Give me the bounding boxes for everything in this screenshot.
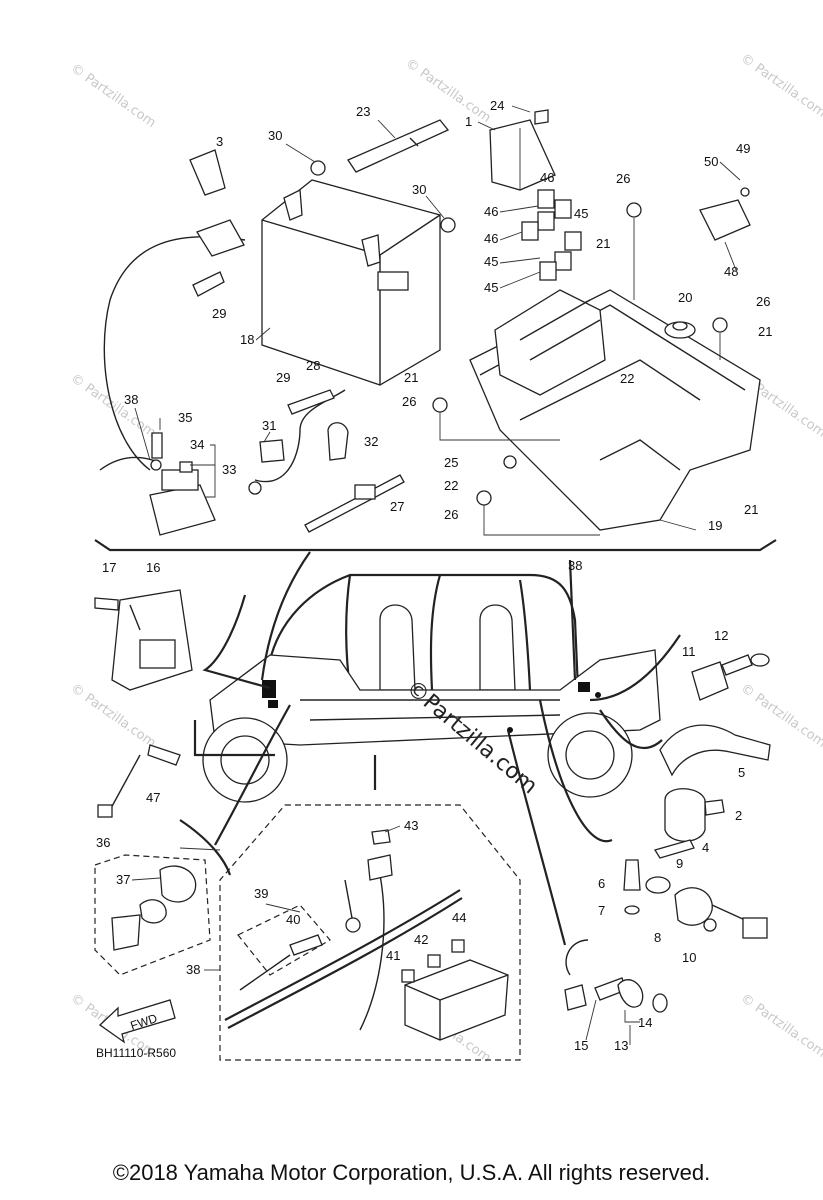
callout: 8: [654, 930, 661, 945]
callout: 22: [620, 371, 634, 386]
bolt-30: [310, 160, 326, 176]
callout: 17: [102, 560, 116, 575]
callout: 7: [598, 903, 605, 918]
callout: 43: [404, 818, 418, 833]
callout: 10: [682, 950, 696, 965]
vehicle-illustration: ©Partzilla.com: [202, 573, 661, 803]
callout: 29: [212, 306, 226, 321]
callout: 21: [744, 502, 758, 517]
callout: 28: [306, 358, 320, 373]
battery-cable: [103, 235, 246, 471]
callout: 41: [386, 948, 400, 963]
callout-labels: 1 2 3 4 5 6 7 8 9 10 11 12 13 14 15 16 1…: [96, 98, 772, 1053]
callout: 27: [390, 499, 404, 514]
callout: 13: [614, 1038, 628, 1053]
battery-strap: [347, 119, 450, 173]
callout: 15: [574, 1038, 588, 1053]
fuse-box: [404, 959, 509, 1041]
battery-box: [469, 289, 761, 531]
callout: 38: [186, 962, 200, 977]
callout: 45: [484, 254, 498, 269]
callout: 2: [735, 808, 742, 823]
watermark: © Partzilla.com: [738, 51, 823, 121]
fwd-arrow: [98, 999, 176, 1044]
lower-parts: FWD: [94, 589, 771, 1061]
callout: 38: [124, 392, 138, 407]
callout: 30: [412, 182, 426, 197]
ecu: [489, 119, 556, 191]
callout: 21: [596, 236, 610, 251]
watermark: © Partzilla.com: [68, 681, 159, 751]
relay-cluster: [521, 189, 582, 281]
callout: 21: [404, 370, 418, 385]
callout: 16: [146, 560, 160, 575]
callout: 30: [268, 128, 282, 143]
callout: 33: [222, 462, 236, 477]
callout: 14: [638, 1015, 652, 1030]
callout: 31: [262, 418, 276, 433]
callout: 46: [540, 170, 554, 185]
callout: 46: [484, 231, 498, 246]
callout: 39: [254, 886, 268, 901]
wire-harness-box: [219, 804, 521, 1061]
callout: 34: [190, 437, 204, 452]
callout: 4: [702, 840, 709, 855]
clip-3: [189, 149, 226, 196]
callout: 48: [724, 264, 738, 279]
callout: 26: [444, 507, 458, 522]
starter-relay: [149, 461, 216, 536]
callout: 18: [240, 332, 254, 347]
relay-48: [699, 199, 751, 241]
callout: 23: [356, 104, 370, 119]
callout: 24: [490, 98, 504, 113]
callout: 49: [736, 141, 750, 156]
callout: 20: [678, 290, 692, 305]
callout: 35: [178, 410, 192, 425]
battery: [261, 179, 441, 386]
callout: 3: [216, 134, 223, 149]
callout: 29: [276, 370, 290, 385]
callout: 50: [704, 154, 718, 169]
sensor-47: [147, 744, 181, 766]
callout: 22: [444, 478, 458, 493]
callout: 26: [616, 171, 630, 186]
callout: 45: [574, 206, 588, 221]
callout: 21: [758, 324, 772, 339]
callout: 1: [465, 114, 472, 129]
callout: 38: [568, 558, 582, 573]
copyright-notice: ©2018 Yamaha Motor Corporation, U.S.A. A…: [112, 1160, 711, 1185]
battery-section: [94, 109, 777, 552]
callout: 44: [452, 910, 466, 925]
callout: 46: [484, 204, 498, 219]
callout: 25: [444, 455, 458, 470]
ignition-coil: [664, 788, 706, 842]
callout: 9: [676, 856, 683, 871]
callout: 5: [738, 765, 745, 780]
callout: 37: [116, 872, 130, 887]
watermark: © Partzilla.com: [68, 61, 159, 131]
watermark: © Partzilla.com: [68, 371, 159, 441]
callout: 11: [682, 644, 696, 659]
watermark: © Partzilla.com: [738, 991, 823, 1061]
temp-sensor: [691, 661, 729, 701]
callout: 26: [756, 294, 770, 309]
watermark: © Partzilla.com: [403, 56, 494, 126]
callout: 40: [286, 912, 300, 927]
callout: 36: [96, 835, 110, 850]
callout: 47: [146, 790, 160, 805]
callout: 19: [708, 518, 722, 533]
diagram-code: BH11110-R560: [96, 1046, 176, 1060]
bolt-30b: [440, 217, 456, 233]
callout: 26: [402, 394, 416, 409]
callout: 42: [414, 932, 428, 947]
callout: 6: [598, 876, 605, 891]
callout: 12: [714, 628, 728, 643]
callout: 32: [364, 434, 378, 449]
callout: 45: [484, 280, 498, 295]
callout-leaders: [131, 105, 741, 1045]
